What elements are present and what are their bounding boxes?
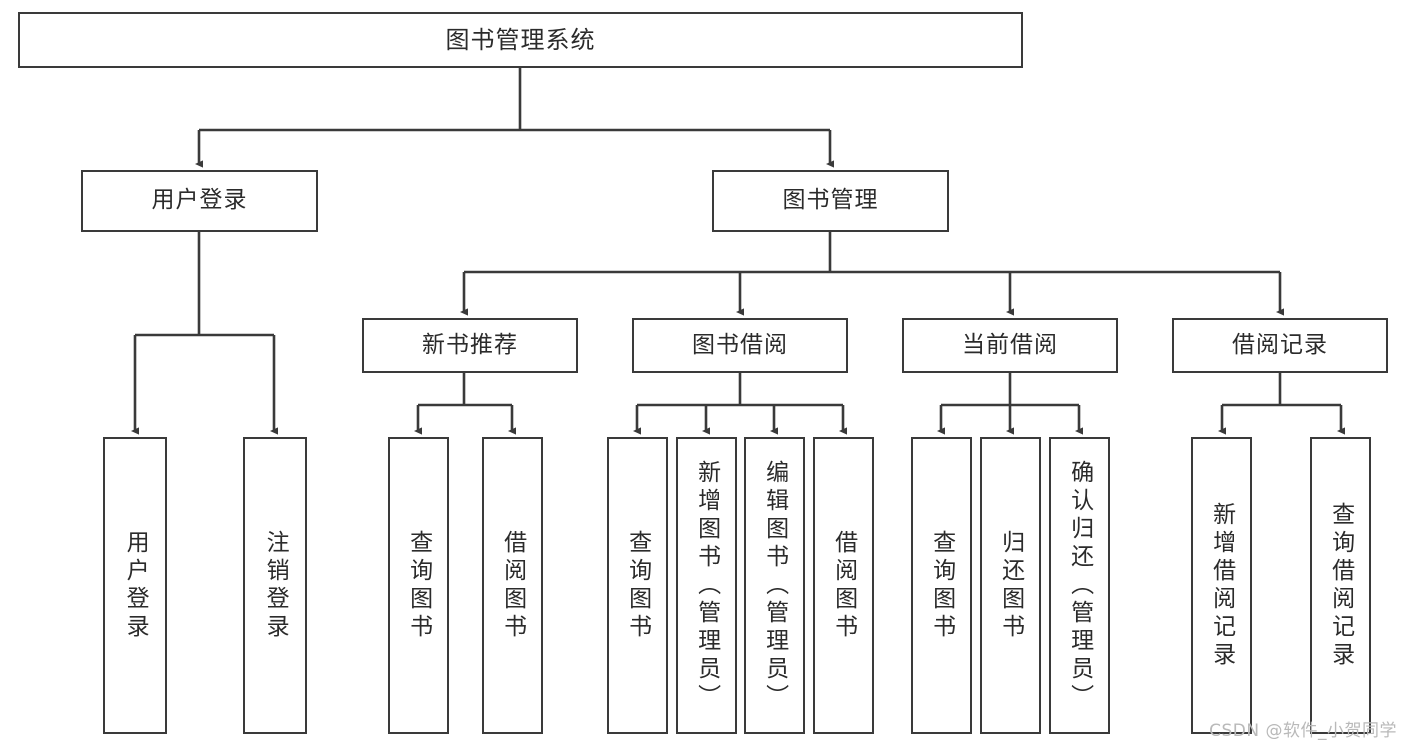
node-leaf-query-record-label: 查询借阅记录 [1327, 501, 1354, 670]
node-book-manage-label: 图书管理 [782, 187, 879, 214]
node-new-book-recommend-label: 新书推荐 [422, 331, 518, 358]
node-leaf-query-book-2[interactable]: 查询图书 [607, 437, 668, 734]
node-root[interactable]: 图书管理系统 [18, 12, 1023, 68]
node-leaf-query-record[interactable]: 查询借阅记录 [1310, 437, 1371, 734]
node-leaf-query-book-1-label: 查询图书 [405, 529, 432, 642]
node-leaf-return-book-label: 归还图书 [997, 529, 1024, 642]
node-leaf-query-book-1[interactable]: 查询图书 [388, 437, 449, 734]
node-leaf-confirm-return[interactable]: 确认归还（管理员） [1049, 437, 1110, 734]
node-leaf-borrow-book-2[interactable]: 借阅图书 [813, 437, 874, 734]
node-user-login[interactable]: 用户登录 [81, 170, 318, 232]
node-leaf-user-login[interactable]: 用户登录 [103, 437, 167, 734]
node-leaf-return-book[interactable]: 归还图书 [980, 437, 1041, 734]
node-new-book-recommend[interactable]: 新书推荐 [362, 318, 578, 373]
node-borrow-record-label: 借阅记录 [1232, 331, 1328, 358]
node-leaf-confirm-return-label: 确认归还（管理员） [1066, 459, 1093, 712]
node-leaf-query-book-3[interactable]: 查询图书 [911, 437, 972, 734]
node-book-manage[interactable]: 图书管理 [712, 170, 949, 232]
node-leaf-logout-login[interactable]: 注销登录 [243, 437, 307, 734]
node-book-borrow[interactable]: 图书借阅 [632, 318, 848, 373]
node-leaf-query-book-2-label: 查询图书 [624, 529, 651, 642]
node-leaf-borrow-book-1-label: 借阅图书 [499, 529, 526, 642]
node-leaf-logout-login-label: 注销登录 [262, 529, 289, 642]
node-leaf-add-book[interactable]: 新增图书（管理员） [676, 437, 737, 734]
node-leaf-query-book-3-label: 查询图书 [928, 529, 955, 642]
node-leaf-borrow-book-2-label: 借阅图书 [830, 529, 857, 642]
node-leaf-add-record[interactable]: 新增借阅记录 [1191, 437, 1252, 734]
watermark-text: CSDN @软件_小贺同学 [1209, 721, 1397, 741]
node-leaf-borrow-book-1[interactable]: 借阅图书 [482, 437, 543, 734]
node-leaf-add-record-label: 新增借阅记录 [1208, 501, 1235, 670]
node-leaf-edit-book[interactable]: 编辑图书（管理员） [744, 437, 805, 734]
node-current-borrow-label: 当前借阅 [962, 331, 1058, 358]
node-leaf-edit-book-label: 编辑图书（管理员） [761, 459, 788, 712]
node-user-login-label: 用户登录 [151, 187, 248, 214]
node-current-borrow[interactable]: 当前借阅 [902, 318, 1118, 373]
node-leaf-user-login-label: 用户登录 [122, 529, 149, 642]
node-book-borrow-label: 图书借阅 [692, 331, 788, 358]
node-borrow-record[interactable]: 借阅记录 [1172, 318, 1388, 373]
node-leaf-add-book-label: 新增图书（管理员） [693, 459, 720, 712]
node-root-label: 图书管理系统 [445, 25, 596, 54]
